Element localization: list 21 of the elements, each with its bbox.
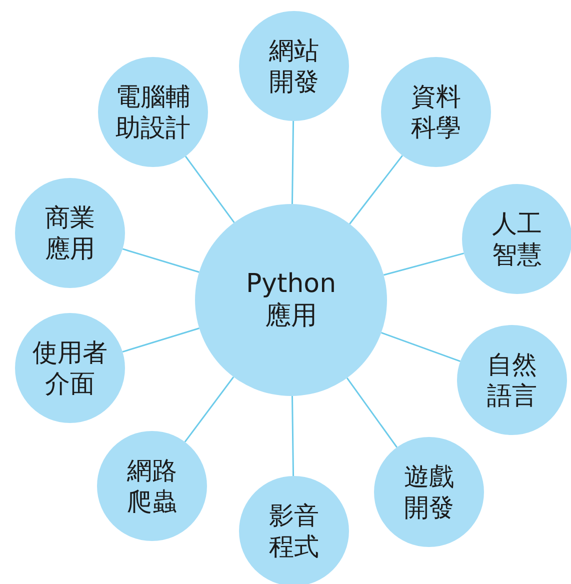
connector-line	[383, 252, 464, 276]
topic-label: 網路爬蟲	[126, 454, 178, 518]
connector-line	[346, 378, 398, 448]
topic-label: 自然語言	[486, 348, 538, 412]
connector-line	[349, 155, 403, 224]
topic-label: 影音程式	[268, 500, 320, 562]
topic-label: 遊戲開發	[403, 460, 455, 524]
topic-label: Python 應用	[244, 268, 338, 332]
topic-label: 電腦輔助設計	[114, 80, 192, 144]
connector-line	[122, 248, 200, 273]
topic-label: 商業應用	[44, 202, 96, 264]
topic-label: 人工智慧	[491, 208, 543, 270]
connector-line	[184, 156, 235, 224]
topic-label: 使用者介面	[32, 336, 108, 400]
connector-line	[122, 328, 200, 353]
connector-line	[291, 120, 294, 204]
connector-line	[184, 376, 234, 442]
connector-line	[381, 332, 461, 362]
topic-label: 網站開發	[268, 34, 320, 98]
connector-line	[292, 396, 294, 476]
topic-label: 資料科學	[410, 80, 462, 144]
